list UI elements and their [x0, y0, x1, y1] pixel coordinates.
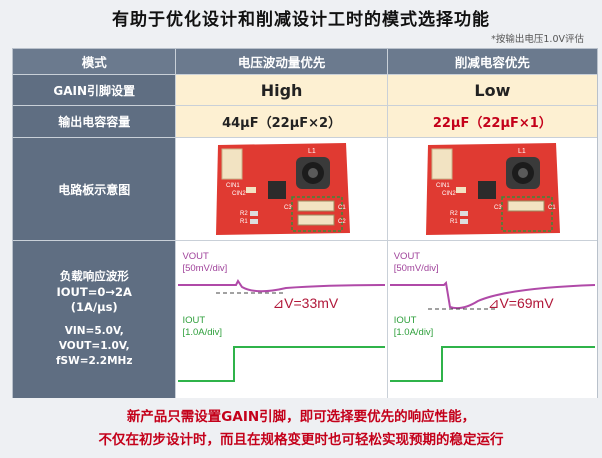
- iout-label: IOUT: [182, 315, 206, 326]
- scope-col2: VOUT [50mV/div] IOUT [1.0A/div] ⊿V=69mV: [387, 241, 597, 398]
- scope-trace-col1: VOUT [50mV/div] IOUT [1.0A/div] ⊿V=33mV: [176, 241, 386, 398]
- scope-waveform-svg-col1: [178, 279, 386, 382]
- silk-r2: R2: [450, 211, 458, 217]
- waveform-label: 负载响应波形: [59, 269, 129, 284]
- footer-line2: 不仅在初步设计时，而且在规格变更时也可轻松实现预期的稳定运行: [98, 432, 504, 448]
- silk-r1: R1: [450, 219, 458, 225]
- condition-vout: VOUT=1.0V,: [58, 340, 130, 353]
- iout-label: IOUT: [393, 315, 417, 326]
- gain-high: High: [176, 75, 388, 106]
- capacitance-col1: 44µF（22µF×2）: [176, 106, 388, 138]
- condition-fsw: fSW=2.2MHz: [55, 355, 133, 368]
- gain-row: GAIN引脚设置 High Low: [13, 75, 597, 106]
- footer-line1: 新产品只需设置GAIN引脚，即可选择要优先的响应性能，: [126, 409, 476, 425]
- iout-scale: [1.0A/div]: [393, 327, 434, 338]
- silk-cin2: CIN2: [442, 191, 456, 197]
- evaluation-note: *按输出电压1.0V评估: [491, 34, 584, 45]
- capacitance-label: 输出电容容量: [13, 106, 177, 138]
- vout-label: VOUT: [182, 251, 209, 262]
- iout-scale: [1.0A/div]: [182, 327, 223, 338]
- scope-waveform-svg-col2: [389, 280, 595, 382]
- silk-c3: C3: [284, 205, 292, 211]
- conditions: VIN=5.0V, VOUT=1.0V, fSW=2.2MHz: [56, 324, 132, 370]
- silk-c1: C1: [548, 205, 556, 211]
- pcb-board-two-caps: CIN1 CIN2 L1 C3 R2 R1 C1 C2: [215, 143, 350, 235]
- silk-l1: L1: [308, 148, 316, 155]
- scope-trace-col2: VOUT [50mV/div] IOUT [1.0A/div] ⊿V=69mV: [388, 241, 597, 398]
- silk-cin2: CIN2: [232, 191, 246, 197]
- pcb-image-col2: CIN1 CIN2 L1 C3 R2 R1 C1: [387, 138, 597, 241]
- vout-scale: [50mV/div]: [182, 263, 228, 274]
- vout-scale: [50mV/div]: [393, 263, 439, 274]
- pcb-board-one-cap: CIN1 CIN2 L1 C3 R2 R1 C1: [426, 143, 561, 235]
- delta-v-col2: ⊿V=69mV: [487, 295, 554, 311]
- header-row: 模式 电压波动量优先 削减电容优先: [13, 49, 597, 75]
- comparison-table: 模式 电压波动量优先 削减电容优先 GAIN引脚设置 High Low 输出电容…: [12, 48, 598, 398]
- condition-vin: VIN=5.0V,: [64, 324, 124, 337]
- waveform-label-cell: 负载响应波形 IOUT=0→2A (1A/µs) VIN=5.0V, VOUT=…: [13, 241, 177, 398]
- header-capacitor-priority: 削减电容优先: [387, 49, 597, 75]
- header-mode: 模式: [13, 49, 177, 75]
- silk-cin1: CIN1: [436, 183, 450, 189]
- scope-col1: VOUT [50mV/div] IOUT [1.0A/div] ⊿V=33mV: [176, 241, 388, 398]
- silk-c2: C2: [338, 219, 346, 225]
- capacitance-col2: 22µF（22µF×1）: [387, 106, 597, 138]
- header-voltage-priority: 电压波动量优先: [176, 49, 388, 75]
- silk-l1: L1: [518, 148, 526, 155]
- pcb-image-col1: CIN1 CIN2 L1 C3 R2 R1 C1 C2: [176, 138, 388, 241]
- gain-label: GAIN引脚设置: [13, 75, 177, 106]
- capacitance-row: 输出电容容量 44µF（22µF×2） 22µF（22µF×1）: [13, 106, 597, 138]
- waveform-row: 负载响应波形 IOUT=0→2A (1A/µs) VIN=5.0V, VOUT=…: [13, 241, 597, 398]
- page-title: 有助于优化设计和削减设计工时的模式选择功能: [112, 10, 490, 30]
- pcb-label: 电路板示意图: [13, 138, 177, 241]
- pcb-row: 电路板示意图 CIN1 CIN2 L1 C3 R2 R1: [13, 138, 597, 241]
- iout-step: IOUT=0→2A: [56, 284, 132, 299]
- gain-low: Low: [387, 75, 597, 106]
- slew-rate: (1A/µs): [70, 300, 118, 315]
- silk-cin1: CIN1: [226, 183, 240, 189]
- silk-r2: R2: [240, 211, 248, 217]
- silk-r1: R1: [240, 219, 248, 225]
- silk-c3: C3: [494, 205, 502, 211]
- vout-label: VOUT: [393, 251, 421, 262]
- silk-c1: C1: [338, 205, 346, 211]
- delta-v-col1: ⊿V=33mV: [272, 295, 339, 311]
